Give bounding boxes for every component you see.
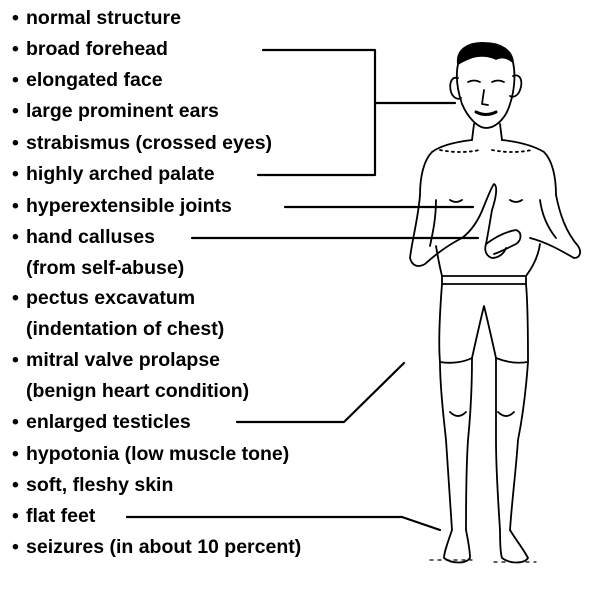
leader-lines <box>125 48 480 532</box>
bullet: • <box>12 7 19 29</box>
feature-item: • strabismus (crossed eyes) <box>12 132 273 154</box>
feature-text: highly arched palate <box>26 163 215 185</box>
leader-head-features <box>256 48 457 177</box>
bullet: • <box>12 69 19 91</box>
feature-note: (indentation of chest) <box>26 318 225 340</box>
feature-text: broad forehead <box>26 38 168 60</box>
leader-feet <box>125 515 442 532</box>
feature-item: • large prominent ears <box>12 100 219 122</box>
feature-item: • hand calluses <box>12 226 155 248</box>
bullet: • <box>12 132 19 154</box>
bullet: • <box>12 505 19 527</box>
feature-text: elongated face <box>26 69 163 91</box>
bullet: • <box>12 100 19 122</box>
feature-item: • seizures (in about 10 percent) <box>12 536 302 558</box>
bullet: • <box>12 536 19 558</box>
bullet: • <box>12 474 19 496</box>
feature-text: hand calluses <box>26 226 155 248</box>
feature-text: hypotonia (low muscle tone) <box>26 443 290 465</box>
feature-note: (benign heart condition) <box>26 380 250 402</box>
leader-testicles <box>235 361 406 424</box>
feature-text: normal structure <box>26 7 181 29</box>
bullet: • <box>12 163 19 185</box>
feature-text: flat feet <box>26 505 96 527</box>
feature-item: • normal structure <box>12 7 181 29</box>
feature-text: mitral valve prolapse <box>26 349 221 371</box>
feature-text: soft, fleshy skin <box>26 474 174 496</box>
bullet: • <box>12 443 19 465</box>
bullet: • <box>12 287 19 309</box>
feature-item: • hypotonia (low muscle tone) <box>12 443 290 465</box>
bullet: • <box>12 195 19 217</box>
boy-figure <box>409 42 581 564</box>
bullet: • <box>12 226 19 248</box>
bullet: • <box>12 349 19 371</box>
feature-text: hyperextensible joints <box>26 195 232 217</box>
feature-item: • mitral valve prolapse <box>12 349 221 371</box>
feature-item: • highly arched palate <box>12 163 215 185</box>
feature-text: enlarged testicles <box>26 411 191 433</box>
feature-text: strabismus (crossed eyes) <box>26 132 273 154</box>
feature-text: large prominent ears <box>26 100 219 122</box>
feature-item: • pectus excavatum <box>12 287 196 309</box>
feature-item: • hyperextensible joints <box>12 195 232 217</box>
bullet: • <box>12 38 19 60</box>
feature-text: pectus excavatum <box>26 287 196 309</box>
feature-item: • enlarged testicles <box>12 411 191 433</box>
bullet: • <box>12 411 19 433</box>
feature-item: • elongated face <box>12 69 163 91</box>
feature-item: • flat feet <box>12 505 96 527</box>
feature-note: (from self-abuse) <box>26 257 185 279</box>
feature-item: • broad forehead <box>12 38 168 60</box>
feature-item: • soft, fleshy skin <box>12 474 174 496</box>
feature-text: seizures (in about 10 percent) <box>26 536 302 558</box>
